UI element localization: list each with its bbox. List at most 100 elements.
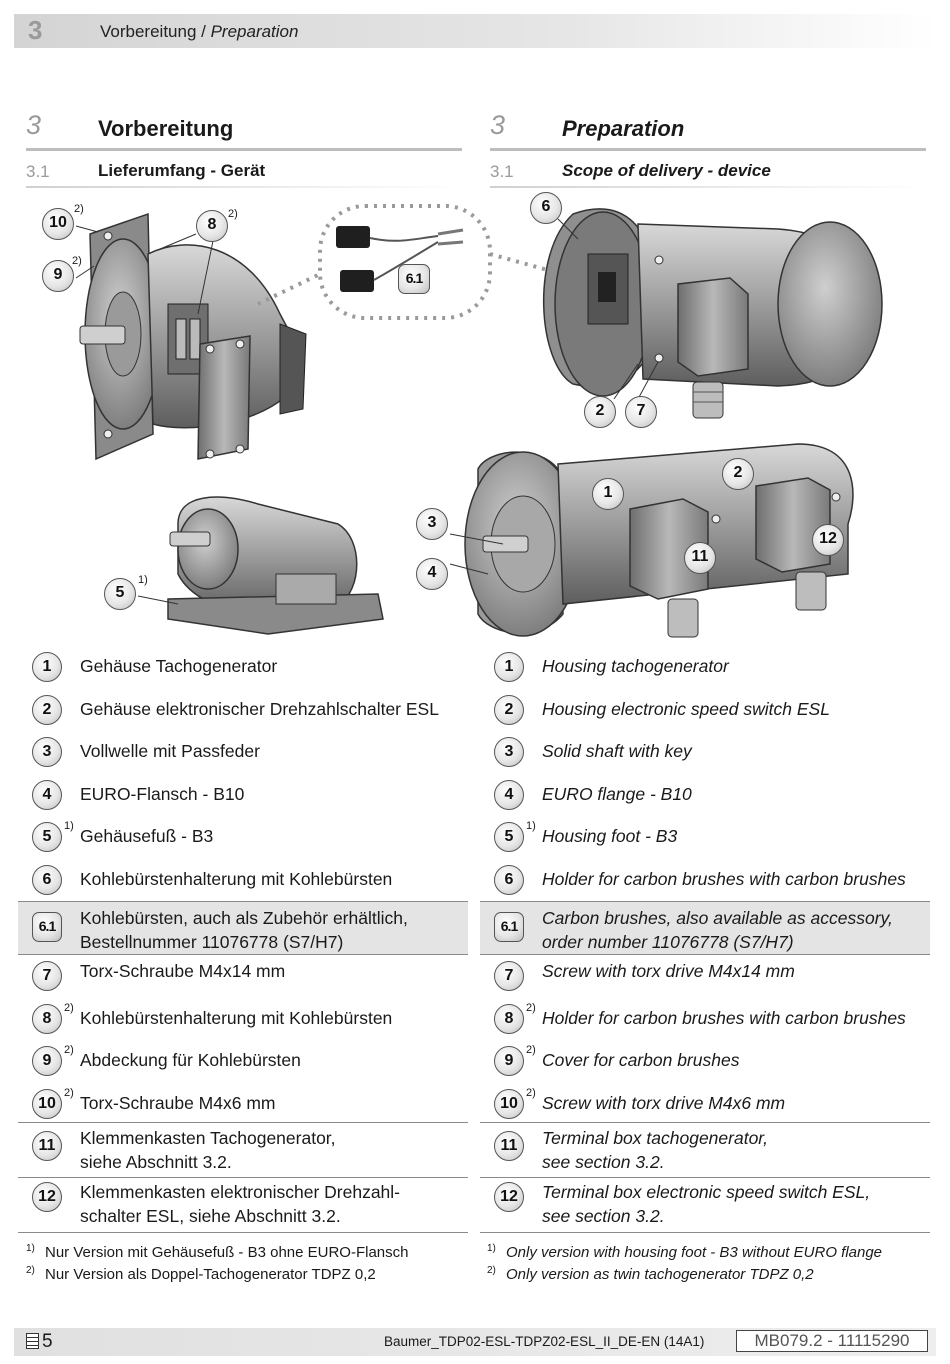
- footnote-text: Only version with housing foot - B3 with…: [506, 1244, 883, 1261]
- carbon-brush-detail-drawing: [257, 204, 599, 320]
- callout-1: 1: [592, 478, 624, 510]
- chapter-title: Preparation: [562, 116, 685, 141]
- item-number-badge: 10: [494, 1088, 524, 1119]
- callout-8-footnote: 2): [228, 208, 238, 220]
- open-tachogenerator-drawing: [79, 212, 307, 461]
- item-text-line-2: see section 3.2.: [542, 1205, 665, 1226]
- item-text: Kohlebürsten, auch als Zubehör erhältlic…: [80, 906, 408, 954]
- callout-12: 12: [812, 524, 844, 556]
- chapter-number: 3: [26, 110, 42, 140]
- callout-leader-lines: [75, 218, 659, 605]
- item-number-badge: 6.1: [494, 912, 524, 942]
- item-footnote-mark: 2): [64, 1044, 74, 1056]
- item-text: Holder for carbon brushes with carbon br…: [542, 1007, 906, 1028]
- list-item-highlighted: 6.1 Kohlebürsten, auch als Zubehör erhält…: [18, 901, 468, 955]
- item-text: Cover for carbon brushes: [542, 1050, 740, 1070]
- divider: [26, 186, 462, 188]
- callout-5-footnote: 1): [138, 574, 148, 586]
- chapter-number: 3: [490, 110, 506, 140]
- item-number-badge: 7: [32, 961, 62, 991]
- footnote-mark: 2): [26, 1265, 35, 1276]
- item-text: Torx-Schraube M4x14 mm: [80, 961, 286, 981]
- device-drawing: [75, 204, 883, 638]
- item-number-badge: 12: [32, 1181, 62, 1212]
- callout-2-top: 2: [584, 396, 616, 428]
- item-text: Klemmenkasten Tachogenerator,siehe Absch…: [80, 1126, 336, 1174]
- page-number-value: 5: [42, 1331, 53, 1352]
- item-number-badge: 9: [32, 1046, 62, 1076]
- item-footnote-mark: 2): [64, 1086, 74, 1099]
- callout-6-1: 6.1: [398, 264, 430, 294]
- list-item: 3 Solid shaft with key: [480, 731, 930, 774]
- subsection-number: 3.1: [26, 162, 50, 181]
- item-text: Housing foot - B3: [542, 826, 678, 846]
- item-number-badge: 12: [494, 1181, 524, 1212]
- divider: [490, 186, 926, 188]
- callout-2-bottom: 2: [722, 458, 754, 490]
- callout-6: 6: [530, 192, 562, 224]
- footnote-text: Nur Version als Doppel-Tachogenerator TD…: [45, 1266, 376, 1283]
- list-item-highlighted: 6.1 Carbon brushes, also available as acc…: [480, 901, 930, 955]
- item-text: Solid shaft with key: [542, 741, 692, 761]
- item-text-line-1: Kohlebürsten, auch als Zubehör erhältlic…: [80, 908, 408, 928]
- footnote-mark: 1): [26, 1243, 35, 1254]
- item-text: Terminal box tachogenerator,see section …: [542, 1126, 768, 1174]
- footnote: 2)Only version as twin tachogenerator TD…: [477, 1265, 927, 1288]
- footnotes-en: 1)Only version with housing foot - B3 wi…: [477, 1243, 927, 1288]
- callout-8: 8: [196, 210, 228, 242]
- subsection-title: Scope of delivery - device: [562, 161, 771, 180]
- item-text: Gehäuse elektronischer Drehzahlschalter …: [80, 698, 439, 719]
- assembled-twin-device-drawing: [464, 443, 854, 638]
- item-text: Torx-Schraube M4x6 mm: [80, 1092, 276, 1113]
- item-number-badge: 4: [32, 779, 62, 810]
- item-number-badge: 6: [32, 864, 62, 895]
- list-item: 12 Klemmenkasten elektronischer Drehzahl-…: [18, 1178, 468, 1233]
- item-footnote-mark: 2): [526, 1086, 536, 1099]
- item-number-badge: 6.1: [32, 912, 62, 942]
- callout-11: 11: [684, 542, 716, 574]
- list-item: 11 Klemmenkasten Tachogenerator,siehe Abs…: [18, 1123, 468, 1178]
- item-text: Screw with torx drive M4x14 mm: [542, 961, 795, 981]
- document-number: MB079.2 - 11115290: [736, 1330, 928, 1352]
- list-item: 12 Terminal box electronic speed switch E…: [480, 1178, 930, 1233]
- item-text: Terminal box electronic speed switch ESL…: [542, 1180, 870, 1228]
- divider: [490, 148, 926, 151]
- header-chapter-number: 3: [28, 15, 43, 45]
- callout-7: 7: [625, 396, 657, 428]
- header-title: Vorbereitung / Preparation: [100, 22, 298, 42]
- item-text: Gehäusefuß - B3: [80, 826, 214, 846]
- footnote: 1)Nur Version mit Gehäusefuß - B3 ohne E…: [16, 1243, 466, 1266]
- item-footnote-mark: 2): [64, 1001, 74, 1014]
- item-text: Holder for carbon brushes with carbon br…: [542, 868, 906, 889]
- header-title-de: Vorbereitung: [100, 22, 197, 41]
- item-number-badge: 4: [494, 779, 524, 810]
- item-number-badge: 11: [32, 1130, 62, 1161]
- callout-9: 9: [42, 260, 74, 292]
- item-number-badge: 1: [32, 652, 62, 682]
- footnote-mark: 2): [487, 1265, 496, 1276]
- callout-4: 4: [416, 558, 448, 590]
- item-text: Housing electronic speed switch ESL: [542, 698, 830, 719]
- item-text: Carbon brushes, also available as access…: [542, 906, 893, 954]
- item-text: Klemmenkasten elektronischer Drehzahl-sc…: [80, 1180, 400, 1228]
- item-number-badge: 5: [32, 822, 62, 852]
- callout-9-footnote: 2): [72, 255, 82, 267]
- chapter-title: Vorbereitung: [98, 116, 234, 141]
- section-header-de: 3 Vorbereitung 3.1 Lieferumfang - Gerät: [26, 110, 462, 192]
- item-number-badge: 3: [494, 737, 524, 767]
- item-text: Kohlebürstenhalterung mit Kohlebürsten: [80, 1007, 393, 1028]
- item-text-line-2: siehe Abschnitt 3.2.: [80, 1151, 232, 1172]
- item-footnote-mark: 2): [526, 1044, 536, 1056]
